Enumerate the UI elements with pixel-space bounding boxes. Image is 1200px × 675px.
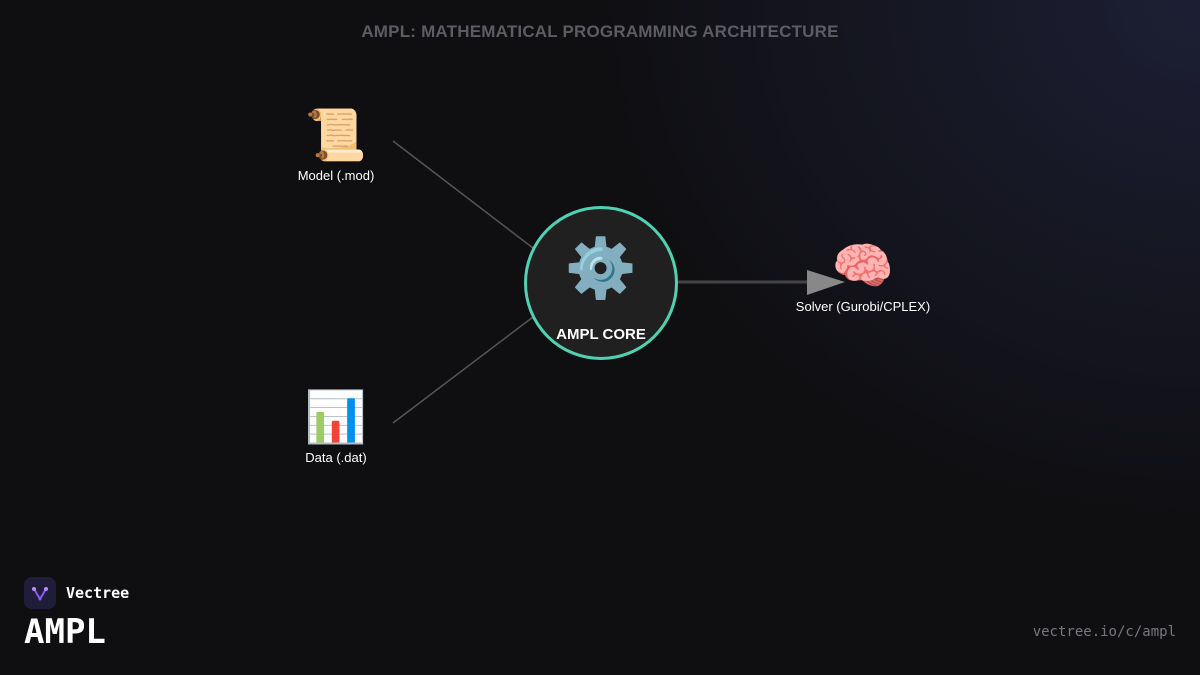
solver-node-label: Solver (Gurobi/CPLEX) — [795, 299, 931, 314]
edge-model-to-core — [392, 140, 534, 249]
core-node-label: AMPL CORE — [556, 326, 646, 343]
solver-node: 🧠 Solver (Gurobi/CPLEX) — [763, 237, 963, 314]
model-node: 📜 Model (.mod) — [236, 106, 436, 183]
brain-icon: 🧠 — [831, 238, 895, 294]
diagram-title: AMPL: MATHEMATICAL PROGRAMMING ARCHITECT… — [361, 22, 839, 41]
gear-icon: ⚙️ — [564, 236, 638, 301]
bar-chart-icon: 📊 — [304, 389, 368, 445]
model-node-label: Model (.mod) — [297, 168, 375, 183]
data-node: 📊 Data (.dat) — [236, 388, 436, 465]
product-name: AMPL — [24, 612, 106, 652]
brand-name: Vectree — [66, 584, 130, 602]
arrow-head-icon — [807, 270, 845, 295]
ampl-core-node: ⚙️ AMPL CORE — [524, 206, 678, 360]
scroll-icon: 📜 — [304, 107, 368, 163]
edge-data-to-core — [392, 316, 534, 424]
vectree-logo-icon — [24, 577, 56, 609]
data-node-label: Data (.dat) — [305, 450, 367, 465]
course-url: vectree.io/c/ampl — [1032, 624, 1176, 640]
